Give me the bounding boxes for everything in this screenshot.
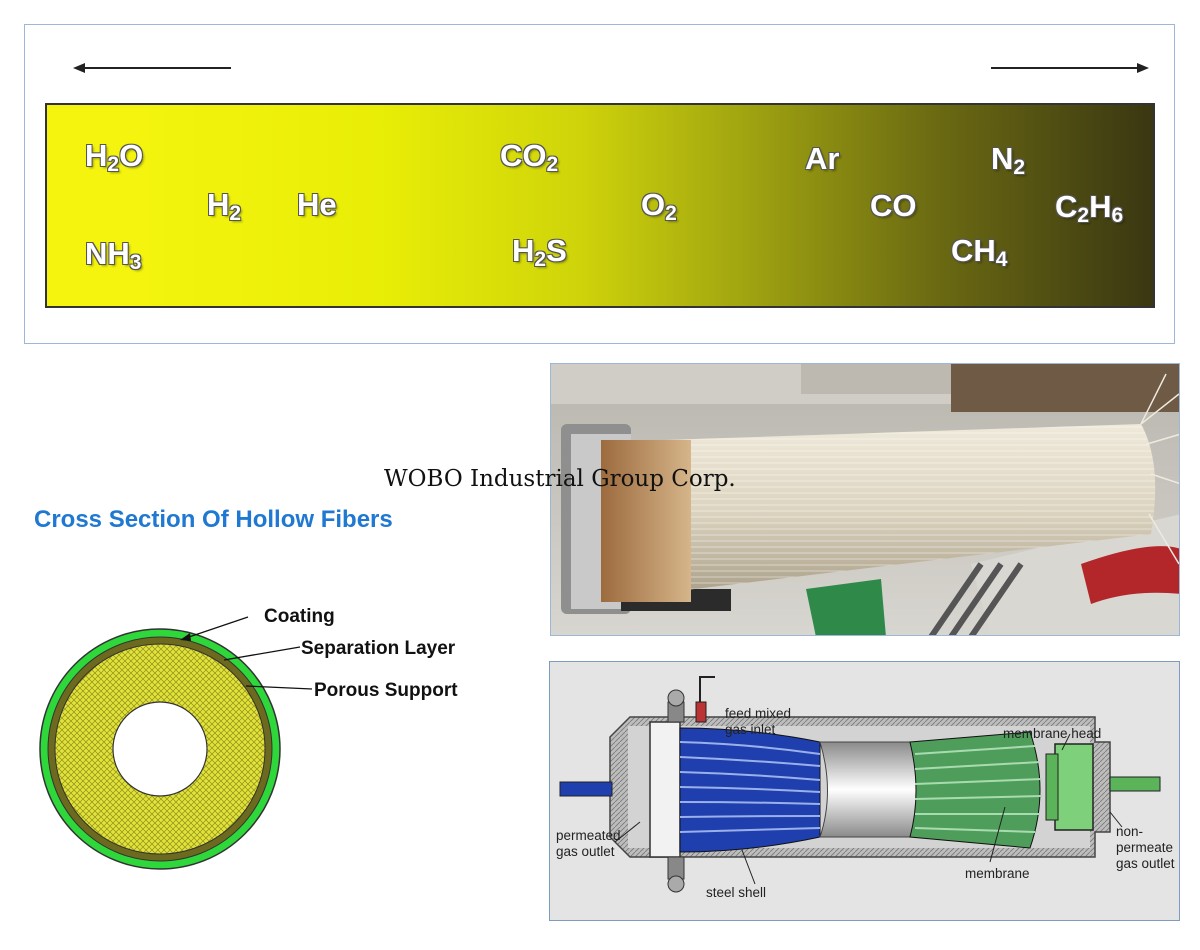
label-membrane: membrane	[965, 866, 1030, 881]
label-feed-inlet: feed mixed gas inlet	[725, 706, 792, 737]
gas-he: He	[297, 187, 337, 222]
label-permeated-outlet: permeated gas outlet	[556, 828, 621, 859]
gas-h2s: H2S	[512, 233, 567, 271]
gas-nh3: NH3	[85, 236, 142, 274]
label-nonpermeate-outlet: non- permeate gas outlet	[1116, 824, 1175, 871]
gas-co: CO	[870, 188, 917, 223]
label-separation-layer: Separation Layer	[301, 638, 456, 659]
gas-h2: H2	[207, 187, 242, 225]
fiber-bore	[112, 701, 208, 797]
left-arrow-icon	[73, 63, 231, 73]
company-watermark: WOBO Industrial Group Corp.	[384, 466, 736, 492]
gas-permeation-scale: H2O NH3 H2 He CO2 H2S O2 Ar CO N2 CH4	[24, 24, 1175, 344]
gas-o2: O2	[641, 187, 677, 225]
permeation-gradient-bar: H2O NH3 H2 He CO2 H2S O2 Ar CO N2 CH4	[45, 103, 1155, 308]
right-arrow-icon	[991, 63, 1149, 73]
gas-co2: CO2	[500, 138, 559, 176]
module-cutaway-svg	[559, 676, 1161, 893]
gas-h2o: H2O	[85, 138, 144, 176]
membrane-module-diagram: feed mixed gas inlet membrane head perme…	[549, 661, 1180, 921]
label-steel-shell: steel shell	[706, 885, 767, 900]
gas-c2h6: C2H6	[1055, 189, 1124, 227]
cross-section-title: Cross Section Of Hollow Fibers	[34, 506, 393, 533]
cross-section-diagram: Coating Separation Layer Porous Support	[20, 598, 540, 878]
gas-ar: Ar	[805, 141, 840, 176]
gas-n2: N2	[991, 141, 1026, 179]
label-coating: Coating	[264, 606, 335, 627]
gas-ch4: CH4	[951, 233, 1008, 271]
fiber-cross-section-svg	[39, 616, 313, 870]
hollow-fiber-bundle-photo	[550, 363, 1180, 636]
fiber-bundle-image	[551, 364, 1179, 635]
label-porous-support: Porous Support	[314, 680, 458, 701]
label-membrane-head: membrane head	[1003, 726, 1102, 741]
